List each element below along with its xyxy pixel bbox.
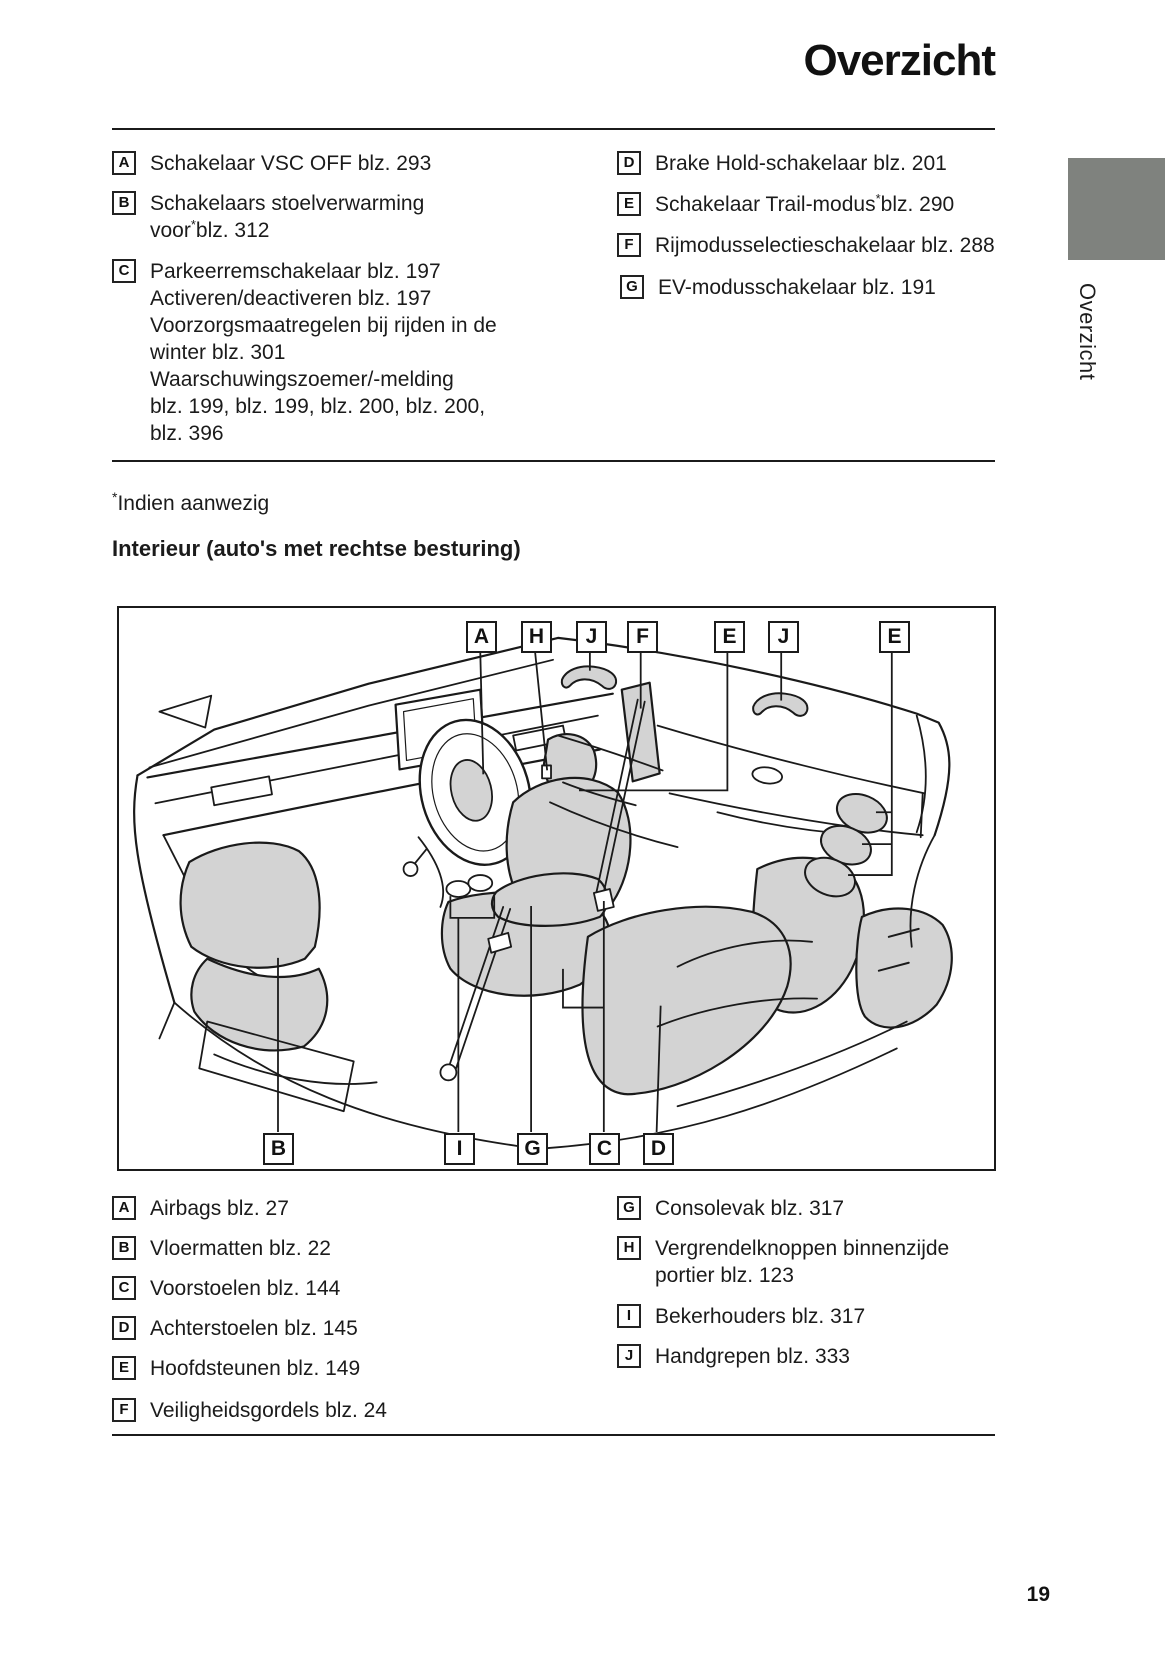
legend-item: D Brake Hold-schakelaar blz. 201: [617, 150, 947, 177]
section-divider: [112, 460, 995, 462]
car-interior-art: [133, 636, 953, 1149]
diagram-label: B: [263, 1133, 294, 1165]
letter-badge: H: [617, 1236, 641, 1260]
legend-text: Schakelaar VSC OFF blz. 293: [150, 152, 432, 175]
diagram-label: A: [466, 621, 497, 653]
legend-text: Veiligheidsgordels blz. 24: [150, 1399, 387, 1422]
legend-text: Handgrepen blz. 333: [655, 1345, 850, 1368]
legend-item: G EV-modusschakelaar blz. 191: [620, 274, 936, 301]
letter-badge: F: [617, 233, 641, 257]
legend-item: A Airbags blz. 27: [112, 1195, 289, 1222]
legend-text: Vergrendelknoppen binnenzijde portier bl…: [655, 1237, 950, 1287]
legend-text: Brake Hold-schakelaar blz. 201: [655, 152, 947, 175]
footnote: *Indien aanwezig: [112, 489, 270, 515]
legend-item: F Veiligheidsgordels blz. 24: [112, 1397, 387, 1424]
letter-badge: E: [112, 1356, 136, 1380]
page-title: Overzicht: [803, 36, 996, 85]
legend-item: F Rijmodusselectieschakelaar blz. 288: [617, 232, 995, 259]
legend-item: C Voorstoelen blz. 144: [112, 1275, 340, 1302]
legend-text: Bekerhouders blz. 317: [655, 1305, 866, 1328]
letter-badge: G: [620, 275, 644, 299]
legend-item: E Hoofdsteunen blz. 149: [112, 1355, 360, 1382]
legend-text: EV-modusschakelaar blz. 191: [658, 276, 936, 299]
legend-item: E Schakelaar Trail-modus*blz. 290: [617, 191, 954, 218]
diagram-label: I: [444, 1133, 475, 1165]
footer-divider: [112, 1434, 995, 1436]
legend-item: B Vloermatten blz. 22: [112, 1235, 331, 1262]
letter-badge: B: [112, 1236, 136, 1260]
legend-item: C Parkeerremschakelaar blz. 197 Activere…: [112, 258, 497, 447]
legend-text: Schakelaars stoelverwarming voor*blz. 31…: [150, 192, 425, 242]
letter-badge: C: [112, 259, 136, 283]
letter-badge: J: [617, 1344, 641, 1368]
letter-badge: E: [617, 192, 641, 216]
legend-text: Vloermatten blz. 22: [150, 1237, 331, 1260]
diagram-label: H: [521, 621, 552, 653]
legend-text: Rijmodusselectieschakelaar blz. 288: [655, 234, 995, 257]
chapter-tab-label: Overzicht: [1075, 283, 1100, 381]
legend-text: Schakelaar Trail-modus*blz. 290: [655, 191, 955, 216]
letter-badge: D: [617, 151, 641, 175]
legend-item: D Achterstoelen blz. 145: [112, 1315, 358, 1342]
legend-item: J Handgrepen blz. 333: [617, 1343, 850, 1370]
page-number: 19: [1026, 1583, 1050, 1606]
letter-badge: D: [112, 1316, 136, 1340]
title-divider: [112, 128, 995, 130]
legend-item: B Schakelaars stoelverwarming voor*blz. …: [112, 190, 424, 244]
legend-item: A Schakelaar VSC OFF blz. 293: [112, 150, 431, 177]
letter-badge: C: [112, 1276, 136, 1300]
legend-text: Airbags blz. 27: [150, 1197, 289, 1220]
letter-badge: A: [112, 151, 136, 175]
legend-item: I Bekerhouders blz. 317: [617, 1303, 865, 1330]
leader-lines: [277, 650, 893, 1133]
diagram-label: G: [517, 1133, 548, 1165]
legend-text: Hoofdsteunen blz. 149: [150, 1357, 361, 1380]
letter-badge: I: [617, 1304, 641, 1328]
chapter-tab: [1068, 158, 1165, 260]
legend-text: Parkeerremschakelaar blz. 197 Activeren/…: [150, 260, 497, 445]
letter-badge: B: [112, 191, 136, 215]
interior-diagram-frame: A H J F E J E B I G C D: [117, 606, 996, 1171]
letter-badge: G: [617, 1196, 641, 1220]
letter-badge: A: [112, 1196, 136, 1220]
legend-text: Achterstoelen blz. 145: [150, 1317, 358, 1340]
legend-item: G Consolevak blz. 317: [617, 1195, 844, 1222]
legend-text: Consolevak blz. 317: [655, 1197, 845, 1220]
section-heading: Interieur (auto's met rechtse besturing): [112, 536, 521, 561]
letter-badge: F: [112, 1398, 136, 1422]
diagram-label: J: [576, 621, 607, 653]
diagram-label: J: [768, 621, 799, 653]
diagram-label: E: [714, 621, 745, 653]
diagram-label: F: [627, 621, 658, 653]
diagram-label: E: [879, 621, 910, 653]
diagram-label: C: [589, 1133, 620, 1165]
legend-item: H Vergrendelknoppen binnenzijde portier …: [617, 1235, 949, 1289]
legend-text: Voorstoelen blz. 144: [150, 1277, 341, 1300]
diagram-label: D: [643, 1133, 674, 1165]
